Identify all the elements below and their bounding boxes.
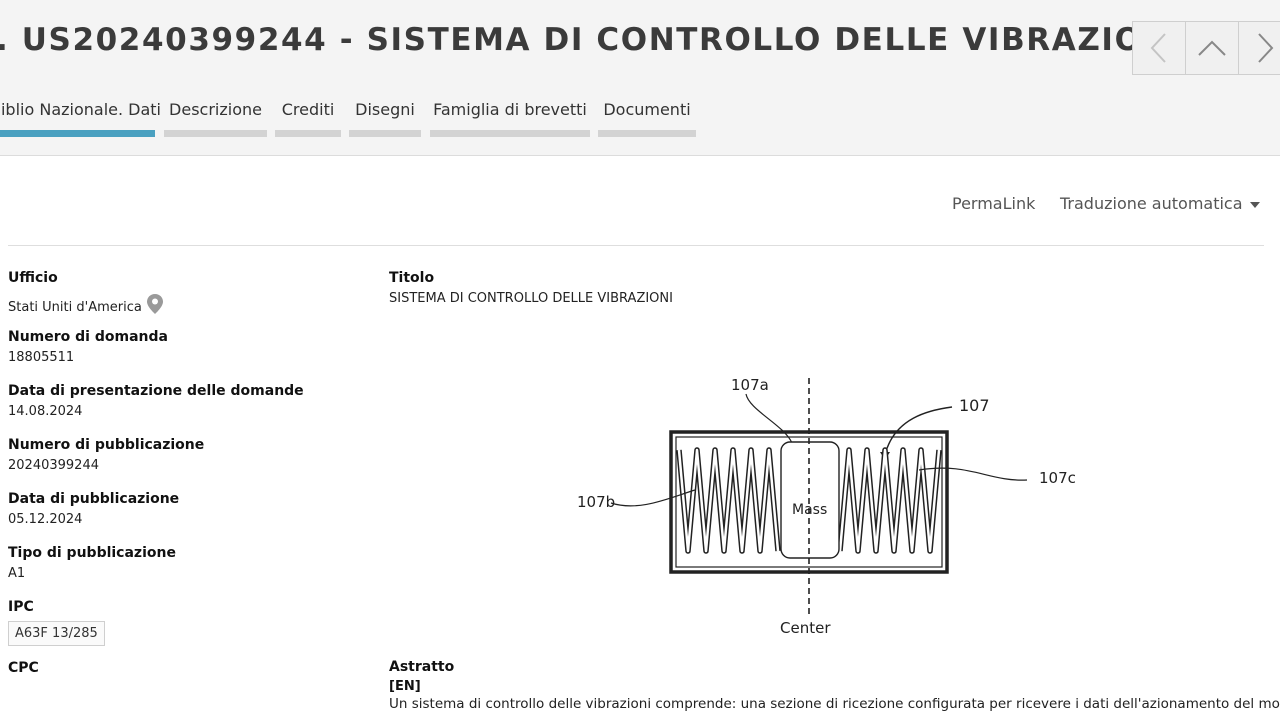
label-center: Center	[780, 619, 831, 637]
tab-indicator	[349, 130, 421, 137]
pub-number-label: Numero di pubblicazione	[8, 437, 205, 453]
previous-button[interactable]	[1133, 22, 1186, 74]
tab-label: Documenti	[603, 100, 691, 119]
cpc-label: CPC	[8, 660, 39, 676]
map-pin-icon[interactable]	[146, 293, 164, 315]
tab-label: Descrizione	[169, 100, 262, 119]
tab-indicator	[164, 130, 267, 137]
permalink-link[interactable]: PermaLink	[952, 194, 1036, 213]
tab-famiglia[interactable]: Famiglia di brevetti	[430, 100, 590, 138]
app-number-label: Numero di domanda	[8, 329, 168, 345]
translation-label: Traduzione automatica	[1060, 194, 1243, 213]
main-content: Titolo SISTEMA DI CONTROLLO DELLE VIBRAZ…	[389, 270, 1280, 712]
patent-drawing: 107 107a Mass Center 107b 107c	[577, 376, 1076, 637]
tab-indicator	[275, 130, 341, 137]
ipc-code-link[interactable]: A63F 13/285	[8, 621, 105, 646]
title-label: Titolo	[389, 270, 435, 286]
field-filing-date: Data di presentazione delle domande 14.0…	[8, 383, 368, 419]
header: . US20240399244 - SISTEMA DI CONTROLLO D…	[0, 0, 1280, 156]
tab-indicator	[0, 130, 155, 137]
abstract-text: Un sistema di controllo delle vibrazioni…	[389, 696, 1280, 712]
record-navigation	[1132, 21, 1280, 75]
filing-date-value: 14.08.2024	[8, 404, 83, 419]
tab-disegni[interactable]: Disegni	[349, 100, 421, 138]
translation-dropdown[interactable]: Traduzione automatica	[1060, 194, 1260, 213]
pub-number-value: 20240399244	[8, 458, 99, 473]
label-107b: 107b	[577, 493, 615, 511]
tab-descrizione[interactable]: Descrizione	[164, 100, 267, 138]
abstract-section: Astratto [EN] Un sistema di controllo de…	[389, 659, 1280, 712]
office-label: Ufficio	[8, 270, 58, 286]
tab-crediti[interactable]: Crediti	[275, 100, 341, 138]
field-publication-number: Numero di pubblicazione 20240399244	[8, 437, 368, 473]
tab-indicator	[598, 130, 696, 137]
tab-label: Crediti	[281, 100, 335, 119]
pub-type-label: Tipo di pubblicazione	[8, 545, 176, 561]
ipc-label: IPC	[8, 599, 34, 615]
divider	[8, 245, 1264, 246]
chevron-right-icon	[1258, 33, 1274, 63]
up-button[interactable]	[1186, 22, 1239, 74]
tab-label: Famiglia di brevetti	[433, 100, 587, 119]
tab-biblio[interactable]: Biblio Nazionale. Dati	[0, 100, 161, 138]
abstract-lang: [EN]	[389, 679, 421, 694]
field-publication-type: Tipo di pubblicazione A1	[8, 545, 368, 581]
office-value: Stati Uniti d'America	[8, 293, 368, 315]
pub-date-value: 05.12.2024	[8, 512, 83, 527]
tab-label: Biblio Nazionale. Dati	[0, 100, 161, 119]
chevron-left-icon	[1150, 33, 1166, 63]
abstract-label: Astratto	[389, 659, 455, 675]
filing-date-label: Data di presentazione delle domande	[8, 383, 304, 399]
pub-date-label: Data di pubblicazione	[8, 491, 180, 507]
pub-type-value: A1	[8, 566, 26, 581]
label-107a: 107a	[731, 376, 769, 394]
caret-down-icon	[1249, 201, 1260, 208]
field-application-number: Numero di domanda 18805511	[8, 329, 368, 365]
page-title: . US20240399244 - SISTEMA DI CONTROLLO D…	[0, 22, 1184, 58]
label-107: 107	[959, 396, 990, 415]
tab-indicator	[430, 130, 590, 137]
tab-documenti[interactable]: Documenti	[598, 100, 696, 138]
app-number-value: 18805511	[8, 350, 75, 365]
bibliographic-data: Ufficio Stati Uniti d'America Numero di …	[8, 270, 368, 676]
next-button[interactable]	[1239, 22, 1280, 74]
field-ipc: IPC A63F 13/285	[8, 599, 368, 646]
tab-label: Disegni	[355, 100, 415, 119]
field-office: Ufficio Stati Uniti d'America	[8, 270, 368, 315]
field-cpc: CPC	[8, 660, 368, 676]
title-value: SISTEMA DI CONTROLLO DELLE VIBRAZIONI	[389, 291, 673, 306]
chevron-up-icon	[1198, 40, 1226, 56]
office-text: Stati Uniti d'America	[8, 300, 142, 315]
field-publication-date: Data di pubblicazione 05.12.2024	[8, 491, 368, 527]
label-107c: 107c	[1039, 469, 1076, 487]
